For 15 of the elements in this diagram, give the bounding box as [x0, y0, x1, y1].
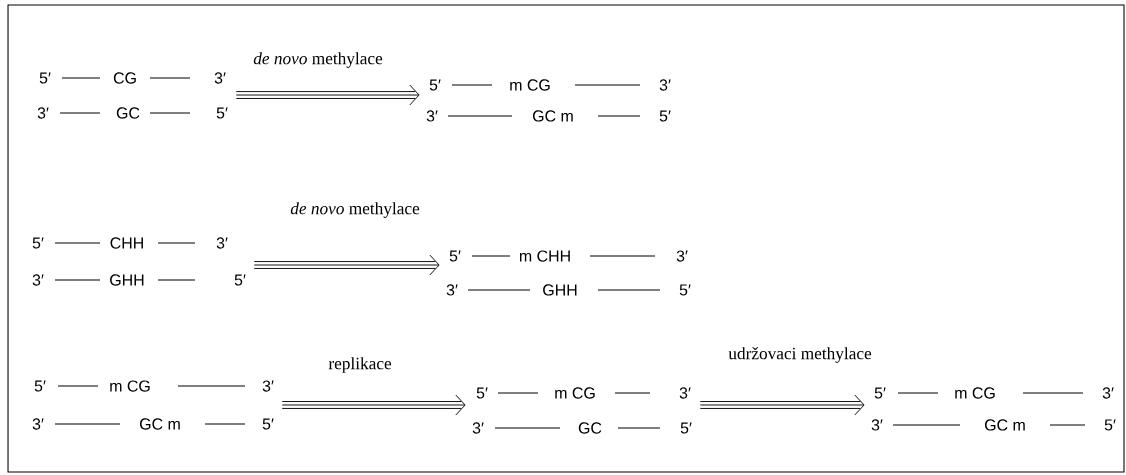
- dna-duplex: 5′ m CG 3′ 3′ GC m 5′: [32, 380, 274, 430]
- dna-duplex: 5′ m CG 3′ 3′ GC 5′: [472, 387, 692, 434]
- arrow: [253, 254, 440, 276]
- arrow: [281, 394, 466, 416]
- dna-duplex: 5′ m CG 3′ 3′ GC m 5′: [871, 387, 1116, 431]
- dna-duplex: 5′ m CG 3′ 3′ GC m 5′: [426, 79, 671, 122]
- dna-duplex: 5′ CHH 3′ 3′ GHH 5′: [32, 237, 246, 286]
- dna-duplex: 5′ m CHH 3′ 3′ GHH 5′: [446, 250, 691, 296]
- edge-label: de novo methylace: [253, 52, 383, 68]
- edge-label: udržovaci methylace: [728, 347, 872, 363]
- edge-label: de novo methylace: [290, 202, 420, 218]
- arrow: [235, 84, 420, 106]
- arrow: [699, 394, 865, 416]
- edge-label: replikace: [328, 357, 392, 373]
- dna-duplex: 5′ CG 3′ 3′ GC 5′: [37, 72, 228, 119]
